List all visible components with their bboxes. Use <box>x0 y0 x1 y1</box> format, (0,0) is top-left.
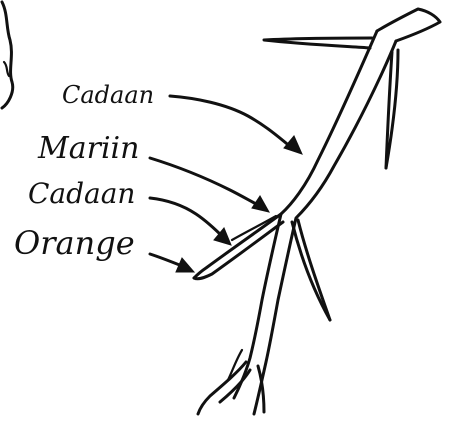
arrow-mariin <box>150 158 269 212</box>
top-thorn <box>264 38 372 48</box>
label-cadaan-middle: Cadaan <box>28 177 135 210</box>
arrow-orange <box>150 254 194 272</box>
right-thorn <box>386 50 398 168</box>
bottom-twigs <box>198 350 264 414</box>
arrow-cadaan-top <box>170 96 302 154</box>
arrow-cadaan-middle <box>150 198 231 245</box>
label-mariin: Mariin <box>37 131 139 166</box>
cropped-leaf-outline <box>2 2 13 108</box>
right-fork-branch <box>292 220 330 320</box>
label-orange: Orange <box>14 224 135 262</box>
label-cadaan-top: Cadaan <box>62 81 154 109</box>
